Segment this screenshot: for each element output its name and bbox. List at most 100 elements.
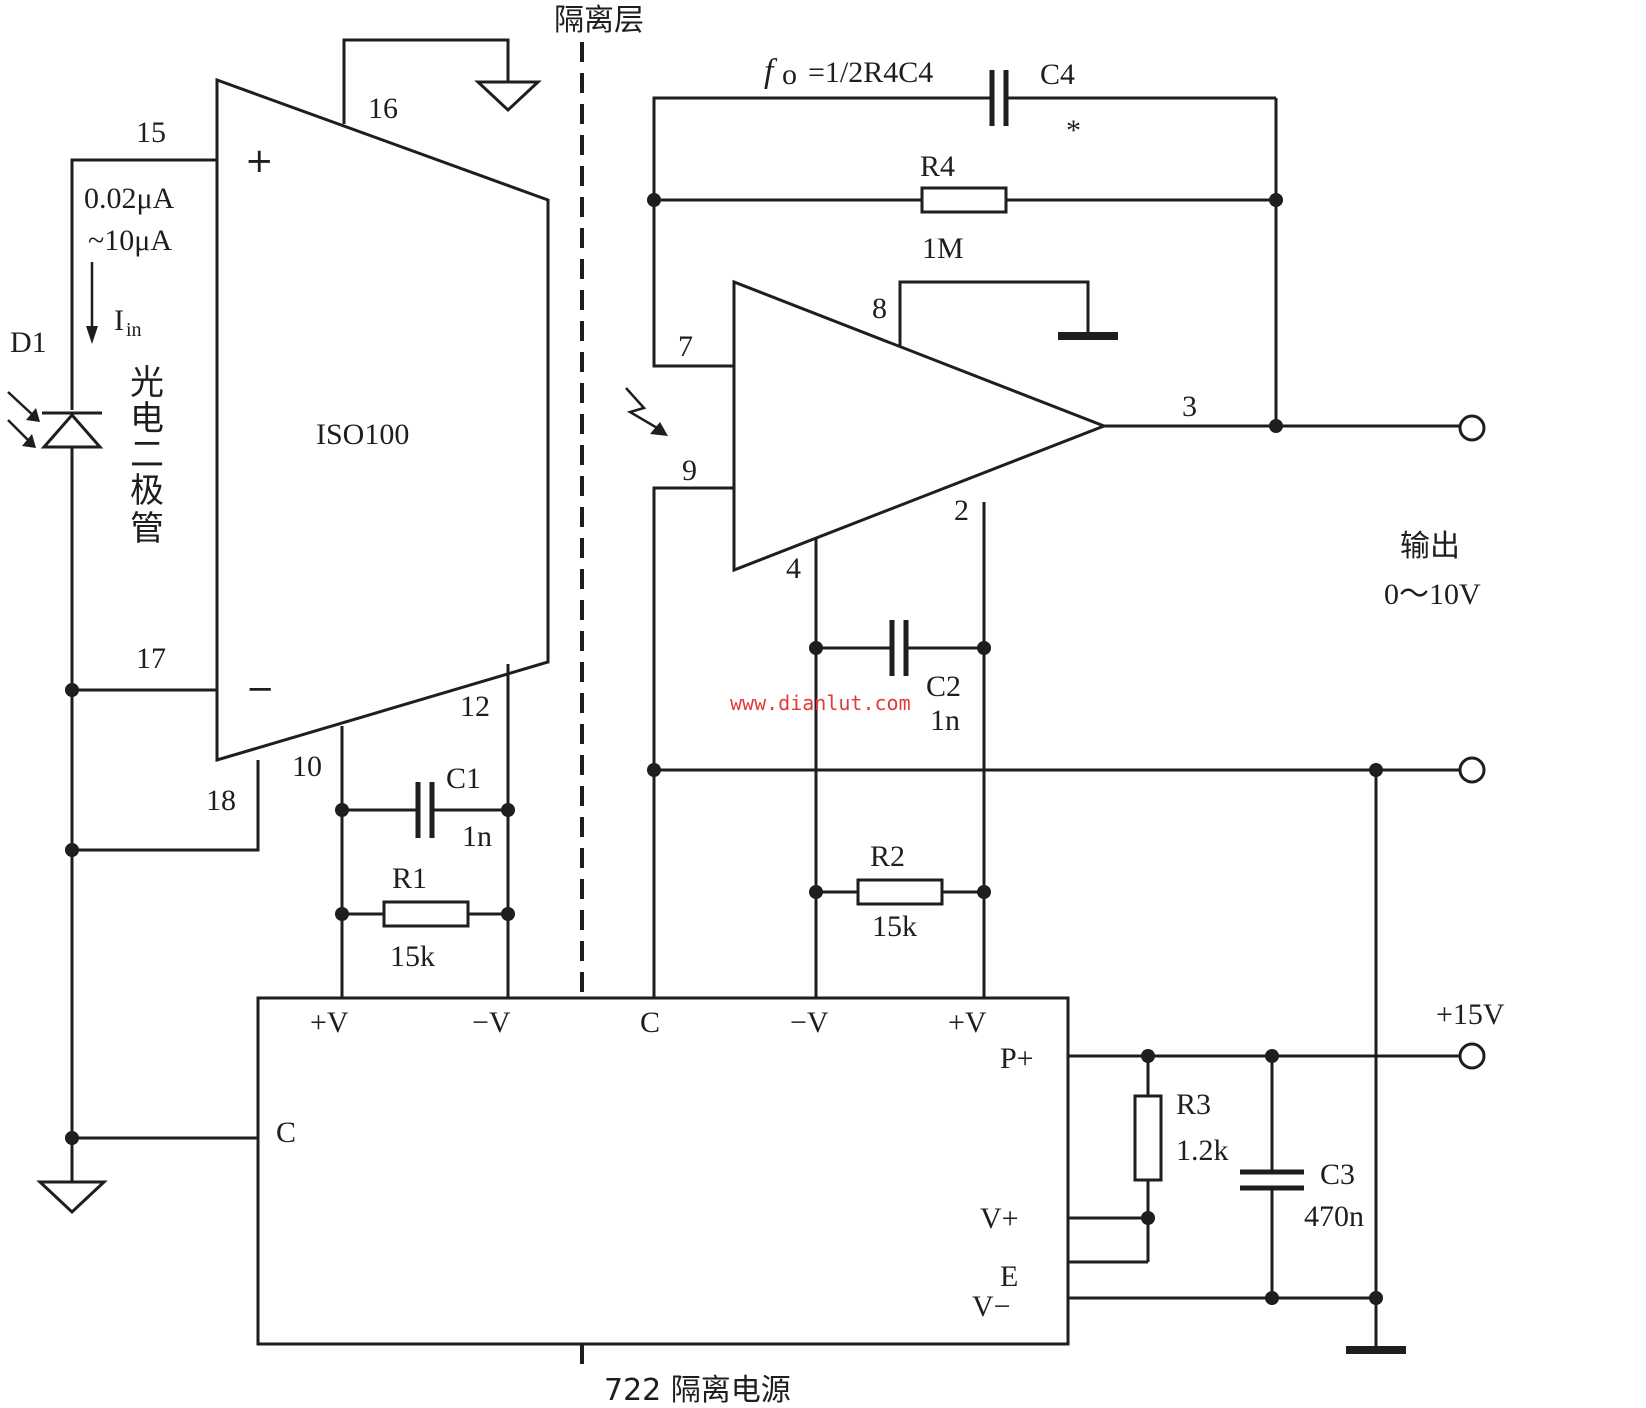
r1-resistor [382, 900, 470, 928]
cutoff-formula-f: f [764, 53, 778, 90]
current-range-line-2: ~10μA [88, 224, 172, 257]
output-terminal[interactable] [1458, 414, 1486, 442]
photodiode-name-char-4: 极 [130, 471, 164, 511]
ground-icon [474, 80, 542, 113]
output-amplifier [732, 279, 1109, 573]
iso100-pin-10: 10 [292, 750, 322, 783]
iso100-minus-sign: − [246, 669, 275, 709]
current-symbol: I [114, 304, 124, 337]
pm-pin-minus-v-left: −V [472, 1006, 511, 1039]
iso100-pin-17: 17 [136, 642, 166, 675]
iso100-pin-12: 12 [460, 690, 490, 723]
opamp-pin-9: 9 [682, 454, 697, 487]
opamp-pin-3: 3 [1182, 390, 1197, 423]
r2-resistor [856, 878, 944, 906]
output-label: 输出 [1400, 529, 1460, 564]
iso100-amplifier [215, 77, 550, 763]
pm-pin-plus-v-right: +V [948, 1006, 987, 1039]
c3-ref: C3 [1320, 1158, 1355, 1191]
iso100-pin-16: 16 [368, 92, 398, 125]
pm-pin-c-left: C [276, 1116, 296, 1149]
junction-dot [65, 843, 79, 857]
ground-icon [36, 1180, 108, 1215]
photodiode-name-char-3: 二 [130, 435, 164, 475]
r4-value: 1M [922, 232, 964, 265]
r1-value: 15k [390, 940, 435, 973]
junction-dot [1269, 193, 1283, 207]
current-arrow-head [86, 326, 98, 344]
r2-ref: R2 [870, 840, 905, 873]
junction-dot [977, 641, 991, 655]
light-arrow-1-head [26, 408, 40, 422]
cutoff-formula-o: o [782, 58, 797, 91]
opamp-pin-2: 2 [954, 494, 969, 527]
opamp-pin-7: 7 [678, 330, 693, 363]
supply-label: +15V [1436, 998, 1505, 1031]
photodiode-name-char-5: 管 [130, 509, 164, 549]
pm-pin-v-minus: V− [972, 1290, 1011, 1323]
r3-ref: R3 [1176, 1088, 1211, 1121]
junction-dot [809, 885, 823, 899]
optical-coupling-icon [625, 387, 665, 434]
junction-dot [647, 763, 661, 777]
pm-pin-p-plus: P+ [1000, 1042, 1034, 1075]
light-arrow-2-head [22, 434, 36, 448]
junction-dot [809, 641, 823, 655]
opamp-pin-8: 8 [872, 292, 887, 325]
r1-ref: R1 [392, 862, 427, 895]
output-range: 0～10V [1384, 578, 1481, 611]
opamp-pin-4: 4 [786, 552, 801, 585]
power-module-box [256, 996, 1070, 1346]
pin15-wire [70, 158, 217, 410]
current-subscript: in [126, 319, 142, 341]
pin8-wire [898, 280, 1090, 346]
junction-dot [335, 803, 349, 817]
c1-value: 1n [462, 820, 492, 853]
photodiode-ref: D1 [10, 326, 47, 359]
r3-resistor [1133, 1094, 1163, 1182]
pm-pin-v-plus: V+ [980, 1202, 1019, 1235]
optical-coupling-arrow-head [650, 422, 668, 436]
iso100-pin16-wire [342, 38, 510, 124]
pm-pin-c-right: C [640, 1006, 660, 1039]
pin18-wire [72, 760, 260, 852]
iso100-label: ISO100 [316, 418, 409, 451]
cutoff-formula-rest: =1/2R4C4 [808, 56, 933, 89]
iso100-plus-sign: + [245, 141, 274, 181]
power-module-name: 722 隔离电源 [604, 1373, 791, 1408]
common-terminal[interactable] [1458, 756, 1486, 784]
junction-dot [977, 885, 991, 899]
junction-dot [647, 193, 661, 207]
supply-terminal[interactable] [1458, 1042, 1486, 1070]
photodiode-icon [40, 412, 104, 449]
iso100-pin-18: 18 [206, 784, 236, 817]
current-range-line-1: 0.02μA [84, 182, 175, 215]
junction-dot [501, 907, 515, 921]
r3-value: 1.2k [1176, 1134, 1229, 1167]
r4-ref: R4 [920, 150, 955, 183]
pin9-wire [652, 486, 734, 998]
pm-pin-plus-v-left: +V [310, 1006, 349, 1039]
pm-pin-minus-v-right: −V [790, 1006, 829, 1039]
c2-ref: C2 [926, 670, 961, 703]
isolation-layer-label: 隔离层 [554, 3, 644, 38]
c2-value: 1n [930, 704, 960, 737]
watermark-text: www.dianlut.com [730, 691, 911, 715]
iso100-pin-15: 15 [136, 116, 166, 149]
c4-ref: C4 [1040, 58, 1075, 91]
junction-dot [1269, 419, 1283, 433]
r4-resistor [920, 186, 1008, 214]
c4-note: * [1066, 114, 1081, 147]
photodiode-name-char-2: 电 [130, 399, 164, 439]
r2-value: 15k [872, 910, 917, 943]
pin7-wire [652, 96, 992, 368]
pm-pin-e: E [1000, 1260, 1018, 1293]
c3-value: 470n [1304, 1200, 1364, 1233]
junction-dot [1265, 1291, 1279, 1305]
c1-ref: C1 [446, 762, 481, 795]
photodiode-name-char-1: 光 [130, 363, 164, 403]
junction-dot [65, 683, 79, 697]
junction-dot [335, 907, 349, 921]
junction-dot [501, 803, 515, 817]
